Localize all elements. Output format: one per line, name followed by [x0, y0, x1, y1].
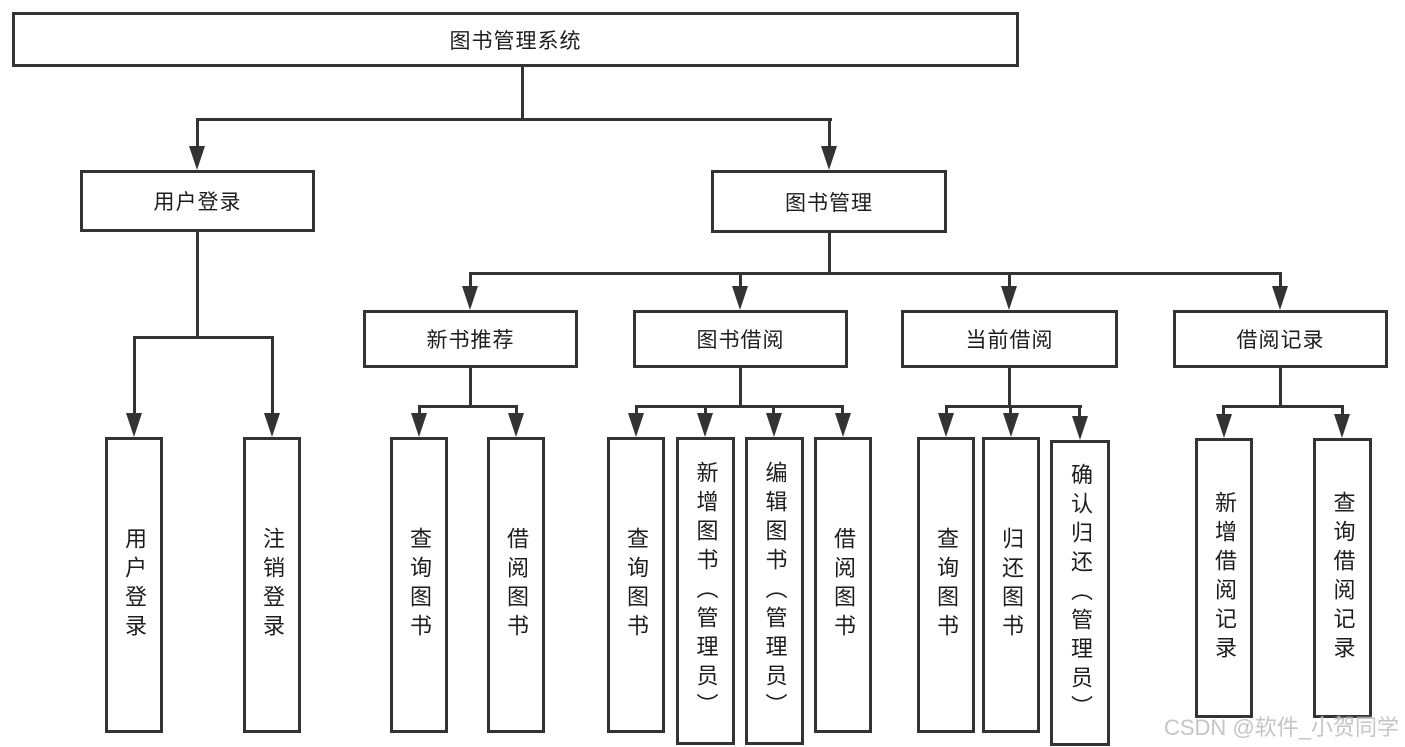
connector-line: [196, 118, 199, 148]
leaf-user-login: 用户登录: [105, 437, 163, 733]
leaf-label: 新增借阅记录: [1212, 491, 1237, 665]
connector-line: [469, 272, 472, 288]
leaf-label: 查询借阅记录: [1330, 491, 1356, 665]
arrow-head: [411, 413, 427, 437]
connector-line: [1279, 368, 1282, 408]
leaf-add-borrow-record: 新增借阅记录: [1195, 438, 1253, 718]
node-book-management: 图书管理: [711, 170, 947, 233]
connector-line: [515, 405, 518, 416]
leaf-add-book-admin: 新增图书（管理员）: [676, 437, 735, 745]
node-user-login: 用户登录: [80, 170, 315, 232]
leaf-query-books-borrowing: 查询图书: [607, 437, 665, 733]
arrow-head: [1334, 414, 1350, 438]
connector-line: [945, 405, 948, 416]
leaf-edit-book-admin: 编辑图书（管理员）: [745, 437, 804, 745]
leaf-label: 查询图书: [407, 527, 432, 643]
arrow-head: [766, 413, 782, 437]
leaf-query-books-recommend: 查询图书: [390, 437, 448, 733]
arrow-head: [835, 413, 851, 437]
leaf-label: 确认归还（管理员）: [1068, 462, 1093, 724]
arrow-head: [732, 286, 748, 310]
arrow-head: [189, 146, 205, 170]
arrow-head: [938, 413, 954, 437]
leaf-label: 查询图书: [934, 527, 959, 643]
node-library-system: 图书管理系统: [12, 12, 1019, 67]
leaf-logout: 注销登录: [243, 437, 301, 733]
connector-line: [271, 336, 274, 415]
connector-line: [1279, 272, 1282, 288]
arrow-head: [264, 413, 280, 437]
connector-line: [635, 405, 844, 408]
connector-line: [1009, 405, 1012, 416]
node-new-book-recommendation: 新书推荐: [363, 310, 578, 368]
connector-line: [133, 336, 274, 339]
connector-line: [1008, 368, 1011, 408]
node-current-borrowing: 当前借阅: [901, 310, 1118, 368]
leaf-label: 借阅图书: [831, 527, 856, 643]
connector-line: [841, 405, 844, 416]
connector-line: [945, 405, 1082, 408]
leaf-label: 归还图书: [999, 527, 1024, 643]
connector-line: [1078, 405, 1081, 419]
leaf-label: 查询图书: [624, 527, 649, 643]
leaf-label: 借阅图书: [504, 527, 529, 643]
arrow-head: [1216, 414, 1232, 438]
leaf-return-book: 归还图书: [982, 437, 1040, 733]
leaf-borrow-books-recommend: 借阅图书: [487, 437, 545, 733]
connector-line: [418, 405, 518, 408]
connector-line: [1008, 272, 1011, 288]
connector-line: [1222, 405, 1344, 408]
arrow-head: [508, 413, 524, 437]
connector-line: [828, 118, 831, 148]
leaf-query-borrow-record: 查询借阅记录: [1313, 438, 1372, 718]
connector-line: [1341, 405, 1344, 417]
connector-line: [704, 405, 707, 416]
leaf-label: 注销登录: [260, 527, 285, 643]
connector-line: [521, 66, 524, 120]
arrow-head: [1003, 413, 1019, 437]
connector-line: [772, 405, 775, 416]
watermark: CSDN @软件_小贺同学: [1163, 715, 1399, 740]
leaf-query-books-current: 查询图书: [917, 437, 975, 733]
connector-line: [739, 272, 742, 288]
arrow-head: [1072, 416, 1088, 440]
connector-line: [133, 336, 136, 415]
leaf-confirm-return-admin: 确认归还（管理员）: [1050, 440, 1110, 746]
connector-line: [196, 118, 832, 121]
connector-line: [1222, 405, 1225, 417]
connector-line: [635, 405, 638, 416]
connector-line: [196, 231, 199, 338]
arrow-head: [821, 146, 837, 170]
arrow-head: [126, 413, 142, 437]
arrow-head: [697, 413, 713, 437]
leaf-label: 用户登录: [122, 527, 147, 643]
connector-line: [469, 272, 1281, 275]
leaf-label: 新增图书（管理员）: [693, 460, 719, 722]
arrow-head: [462, 286, 478, 310]
leaf-borrow-books: 借阅图书: [814, 437, 872, 733]
leaf-label: 编辑图书（管理员）: [762, 460, 788, 722]
connector-line: [739, 368, 742, 408]
connector-line: [828, 232, 831, 274]
connector-line: [418, 405, 421, 416]
node-borrowing-records: 借阅记录: [1173, 310, 1388, 368]
arrow-head: [1001, 286, 1017, 310]
connector-line: [469, 368, 472, 408]
arrow-head: [1272, 286, 1288, 310]
arrow-head: [628, 413, 644, 437]
node-book-borrowing: 图书借阅: [633, 310, 848, 368]
